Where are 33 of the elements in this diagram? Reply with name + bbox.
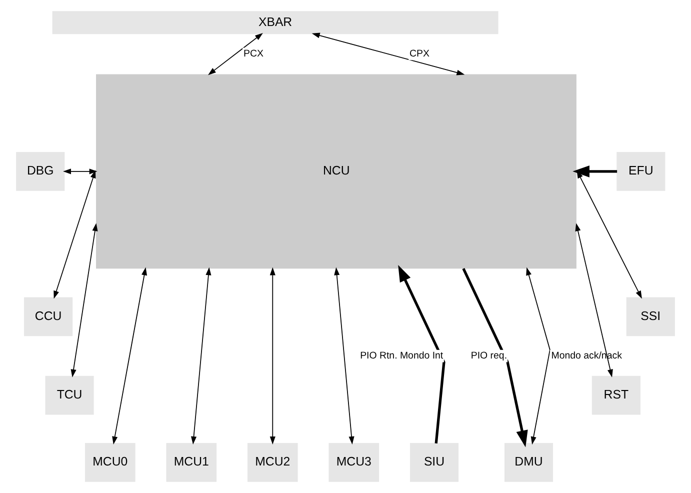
node-box: SIU <box>410 443 459 482</box>
node-box: SSI <box>626 297 675 336</box>
node-box: CCU <box>24 297 73 336</box>
node-box: MCU1 <box>166 443 217 482</box>
node-box: MCU3 <box>328 443 380 482</box>
node-box: DBG <box>16 152 65 191</box>
node-box: DMU <box>504 443 554 482</box>
arrow <box>334 267 354 444</box>
arrow <box>63 168 98 174</box>
node-box: EFU <box>616 152 666 191</box>
arrow <box>70 223 98 378</box>
edge-label: PIO req. <box>470 350 508 362</box>
arrow <box>526 267 550 445</box>
arrow <box>112 267 148 444</box>
node-box: MCU2 <box>247 443 298 482</box>
edge-label: PCX <box>244 48 264 60</box>
node-box: NCU <box>96 74 576 269</box>
node-box: TCU <box>45 376 94 415</box>
arrow <box>270 267 276 444</box>
arrow <box>462 268 528 448</box>
arrow <box>54 170 96 299</box>
node-box: RST <box>592 376 640 415</box>
arrow <box>575 223 613 378</box>
arrow <box>312 32 465 76</box>
arrow <box>190 267 212 444</box>
edge-label: CPX <box>410 48 430 60</box>
arrow <box>576 170 642 299</box>
arrow <box>208 32 263 76</box>
node-box: XBAR <box>52 11 498 34</box>
edge-label: PIO Rtn. Mondo Int <box>360 350 444 362</box>
arrow <box>572 166 618 178</box>
node-box: MCU0 <box>84 443 136 482</box>
arrow <box>398 264 446 444</box>
